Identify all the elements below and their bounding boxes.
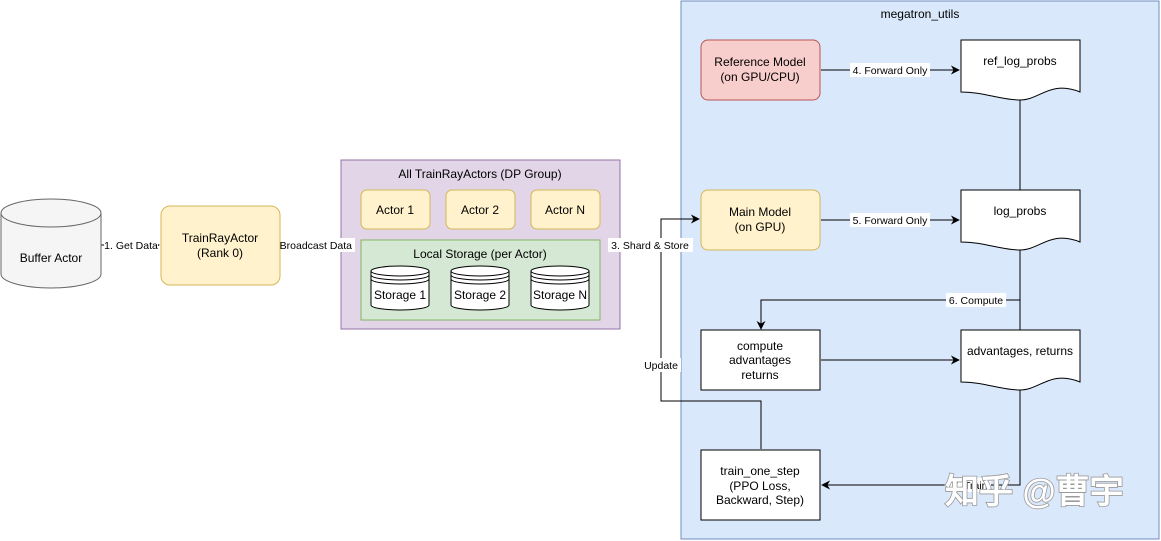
log-probs-label: log_probs: [994, 204, 1047, 218]
compute-label-line3: returns: [741, 368, 778, 382]
edge-update: [660, 214, 762, 449]
megatron-utils-title: megatron_utils: [881, 7, 960, 21]
label-broadcast: 2. Broadcast Data: [268, 240, 352, 252]
train-ray-actor-label: TrainRayActor: [182, 231, 258, 245]
compute-label-line1: compute: [737, 339, 783, 353]
main-model-label: Main Model: [729, 205, 791, 219]
buffer-actor-label: Buffer Actor: [20, 251, 82, 265]
compute-advantages-node[interactable]: compute advantages returns: [700, 329, 821, 391]
main-model-device: (on GPU): [735, 220, 786, 234]
train-one-step-label: train_one_step: [720, 464, 800, 478]
actor-1-label: Actor 1: [376, 203, 414, 217]
label-update: Update: [644, 360, 678, 372]
advantages-returns-label: advantages, returns: [967, 344, 1073, 358]
advantages-returns-node[interactable]: advantages, returns: [960, 329, 1081, 391]
reference-model-label: Reference Model: [714, 55, 805, 69]
edge-train: [821, 250, 1021, 490]
label-forward-main: 5. Forward Only: [853, 215, 928, 227]
train-ray-actor-node[interactable]: TrainRayActor (Rank 0): [160, 205, 281, 286]
buffer-actor-node[interactable]: Buffer Actor: [0, 198, 102, 289]
edge-labels: 1. Get Data 2. Broadcast Data 3. Shard &…: [104, 63, 1006, 492]
ref-log-probs-label: ref_log_probs: [983, 54, 1056, 68]
storage-2-node[interactable]: Storage 2: [450, 265, 510, 311]
main-model-node[interactable]: Main Model (on GPU): [700, 189, 821, 251]
storage-1-label: Storage 1: [374, 288, 426, 302]
train-one-step-node[interactable]: train_one_step (PPO Loss, Backward, Step…: [700, 449, 821, 521]
label-compute: 6. Compute: [949, 295, 1003, 307]
actor-n-label: Actor N: [545, 203, 585, 217]
ref-log-probs-node[interactable]: ref_log_probs: [960, 39, 1081, 101]
label-forward-ref: 4. Forward Only: [853, 65, 928, 77]
actor-n-node[interactable]: Actor N: [530, 189, 601, 230]
actor-2-label: Actor 2: [461, 203, 499, 217]
actor-1-node[interactable]: Actor 1: [360, 189, 431, 230]
storage-1-node[interactable]: Storage 1: [370, 265, 430, 311]
storage-n-node[interactable]: Storage N: [530, 265, 590, 311]
label-train: 7. Train: [952, 480, 987, 492]
reference-model-device: (on GPU/CPU): [720, 70, 799, 84]
train-one-step-line3: Backward, Step): [716, 493, 804, 507]
log-probs-node[interactable]: log_probs: [960, 189, 1081, 251]
label-get-data: 1. Get Data: [104, 240, 158, 252]
train-one-step-line2: (PPO Loss,: [729, 479, 790, 493]
dp-group-title: All TrainRayActors (DP Group): [398, 167, 561, 181]
actor-2-node[interactable]: Actor 2: [445, 189, 516, 230]
local-storage-title: Local Storage (per Actor): [413, 247, 546, 261]
storage-2-label: Storage 2: [454, 288, 506, 302]
watermark-text: 知乎 @曹宇: [945, 473, 1124, 511]
train-ray-actor-rank: (Rank 0): [197, 246, 243, 260]
label-shard-store: 3. Shard & Store: [611, 240, 689, 252]
reference-model-node[interactable]: Reference Model (on GPU/CPU): [700, 39, 821, 101]
compute-label-line2: advantages: [729, 353, 791, 367]
storage-n-label: Storage N: [533, 288, 587, 302]
